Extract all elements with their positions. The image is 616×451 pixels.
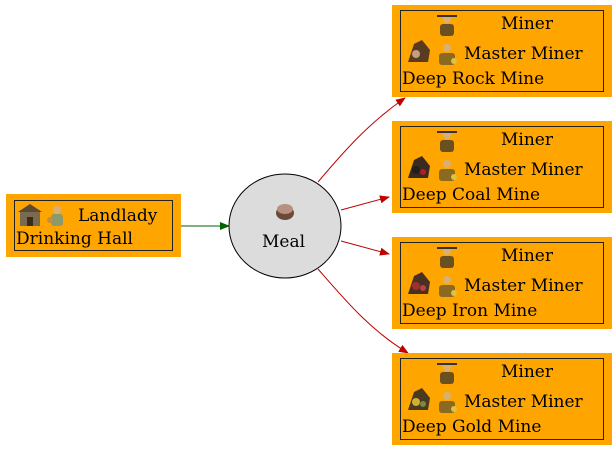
edge-meal-to-coal-mine [340, 195, 390, 211]
meal-node: Meal [229, 174, 341, 278]
worker-label: Miner [501, 14, 553, 34]
master-label: Master Miner [464, 392, 583, 412]
edge-meal-to-iron-mine [340, 240, 390, 256]
master-label: Master Miner [464, 276, 583, 296]
worker-label: Miner [501, 130, 553, 150]
building-label: Deep Rock Mine [402, 69, 545, 89]
edge-meal-to-rock-mine [317, 97, 406, 183]
building-label: Deep Coal Mine [402, 185, 541, 205]
target-node-coal: Miner Master Miner Deep Coal Mine [392, 121, 612, 213]
target-node-gold: Miner Master Miner Deep Gold Mine [392, 353, 612, 445]
landlady-role-label: Landlady [78, 206, 158, 226]
edge-meal-to-gold-mine [317, 268, 409, 354]
target-node-iron: Miner Master Miner Deep Iron Mine [392, 237, 612, 329]
landlady-building-label: Drinking Hall [16, 229, 133, 249]
worker-label: Miner [501, 362, 553, 382]
building-label: Deep Gold Mine [402, 417, 542, 437]
building-label: Deep Iron Mine [402, 301, 538, 321]
meal-label: Meal [262, 232, 306, 252]
landlady-node: Landlady Drinking Hall [6, 194, 181, 257]
worker-label: Miner [501, 246, 553, 266]
meal-node-ellipse [228, 173, 342, 279]
target-node-rock: Miner Master Miner Deep Rock Mine [392, 5, 612, 97]
master-label: Master Miner [464, 160, 583, 180]
master-label: Master Miner [464, 44, 583, 64]
